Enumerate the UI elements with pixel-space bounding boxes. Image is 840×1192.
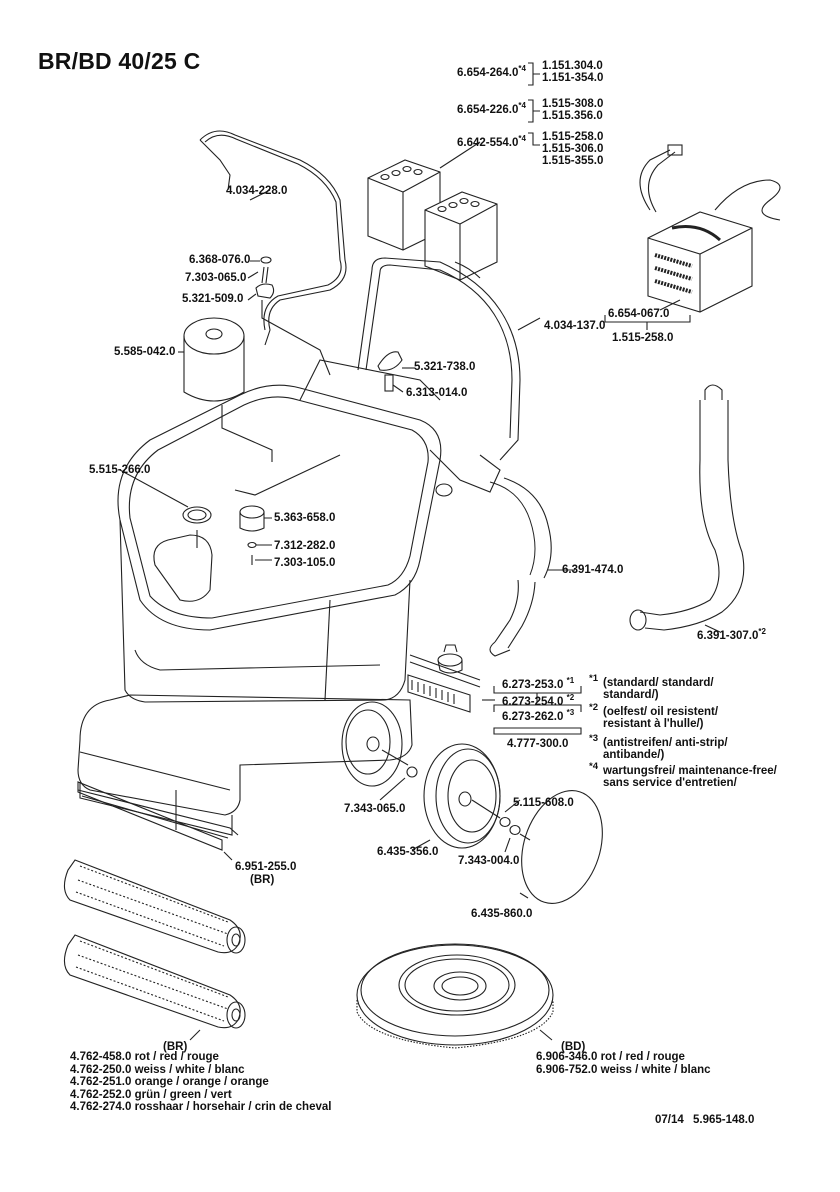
list-item: 4.762-458.0 rot / red / rouge (70, 1051, 219, 1063)
battery-alt-label: 1.151.304.0 (542, 60, 603, 72)
knob-icon (377, 351, 415, 393)
list-item: 4.762-251.0 orange / orange / orange (70, 1076, 269, 1088)
roller-brush-heading: (BR) (163, 1041, 188, 1053)
cap-label: 6.368-076.0 (189, 254, 251, 266)
handle-bar-icon (199, 130, 347, 346)
rear-wheel-icon (341, 701, 418, 801)
battery-alt-label: 1.515-308.0 (542, 98, 604, 110)
battery-part-label: 6.642-554.0*4 (457, 134, 526, 149)
handle-bar-label: 4.034-228.0 (226, 185, 288, 197)
bracket-label: 5.321-509.0 (182, 293, 244, 305)
battery-part-label: 6.654-226.0*4 (457, 101, 526, 116)
base-housing-icon (77, 694, 413, 839)
footnote: *2(oelfest/ oil resistent/ resistant à l… (589, 702, 719, 731)
tank-lid-parts-icon (119, 454, 341, 565)
charger-part-label: 6.654-067.0 (608, 308, 670, 320)
drain-hose-icon (629, 384, 745, 633)
footer-doc-number: 5.965-148.0 (692, 1114, 755, 1126)
push-handle-icon (357, 257, 541, 461)
disc-brush-heading: (BD) (561, 1041, 586, 1053)
push-handle-label: 4.034-137.0 (544, 320, 606, 332)
footnote: *1(standard/ standard/ standard/) (589, 673, 714, 702)
disc-brush-list: 6.906-346.0 rot / red / rouge 6.906-752.… (536, 1051, 711, 1076)
footnote: *3(antistreifen/ anti-strip/ antibande/) (589, 733, 728, 762)
squeegee-part-label: 6.273-253.0 *1 (502, 676, 575, 691)
lock-washer-label: 7.343-004.0 (458, 855, 520, 867)
screw-label: 7.303-105.0 (274, 557, 336, 569)
battery-alt-label: 1.515-306.0 (542, 143, 604, 155)
wheel-label: 6.435-356.0 (377, 846, 439, 858)
roller-brush-icon (63, 859, 246, 1041)
charger-icon (604, 144, 781, 330)
washer-label: 7.312-282.0 (274, 540, 336, 552)
hubcap-icon (504, 790, 603, 904)
squeegee-assembly-label: 4.777-300.0 (507, 738, 569, 750)
battery-part-label: 6.654-264.0*4 (457, 64, 526, 79)
float-label: 5.363-658.0 (274, 512, 336, 524)
charger-machine-label: 1.515-258.0 (612, 332, 674, 344)
plug-label: 5.515-266.0 (89, 464, 151, 476)
squeegee-part-label: 6.273-254.0 *2 (502, 693, 575, 708)
filter-icon (178, 317, 273, 462)
pin-label: 6.313-014.0 (406, 387, 468, 399)
page-title: BR/BD 40/25 C (38, 48, 201, 74)
disc-brush-icon (356, 943, 554, 1049)
battery-alt-label: 1.151-354.0 (542, 72, 604, 84)
disc-ring-label: 5.115-608.0 (513, 797, 574, 809)
battery-alt-label: 1.515-355.0 (542, 155, 604, 167)
battery-alt-label: 1.515.356.0 (542, 110, 603, 122)
small-parts-icon (247, 256, 331, 376)
footer: 07/14 5.965-148.0 (655, 1114, 754, 1126)
screw-label: 7.303-065.0 (185, 272, 247, 284)
wheel-icon (411, 743, 521, 851)
wheel-washer-label: 7.343-065.0 (344, 803, 406, 815)
list-item: 6.906-346.0 rot / red / rouge (536, 1051, 685, 1063)
hubcap-label: 6.435-860.0 (471, 908, 533, 920)
squeegee-part-label: 6.273-262.0 *3 (502, 708, 575, 723)
suction-hose-label: 6.391-474.0 (562, 564, 624, 576)
list-item: 4.762-274.0 rosshaar / horsehair / crin … (70, 1101, 332, 1113)
squeegee-lip-note: (BR) (250, 874, 275, 886)
list-item: 4.762-252.0 grün / green / vert (70, 1088, 232, 1101)
drain-hose-label: 6.391-307.0*2 (697, 627, 766, 642)
list-item: 6.906-752.0 weiss / white / blanc (536, 1063, 711, 1076)
suction-hose-icon (489, 477, 575, 657)
tank-body-icon (117, 359, 501, 703)
list-item: 4.762-250.0 weiss / white / blanc (70, 1063, 245, 1076)
squeegee-icon (407, 644, 582, 735)
roller-brush-list: 4.762-458.0 rot / red / rouge 4.762-250.… (70, 1051, 331, 1114)
squeegee-lip-label: 6.951-255.0 (235, 861, 297, 873)
squeegee-lip-icon (77, 781, 233, 861)
battery-alt-label: 1.515-258.0 (542, 131, 604, 143)
footer-date: 07/14 (655, 1114, 684, 1126)
battery-brackets (439, 62, 540, 169)
battery-icon (367, 159, 498, 281)
filter-label: 5.585-042.0 (114, 346, 176, 358)
knob-label: 5.321-738.0 (414, 361, 476, 373)
